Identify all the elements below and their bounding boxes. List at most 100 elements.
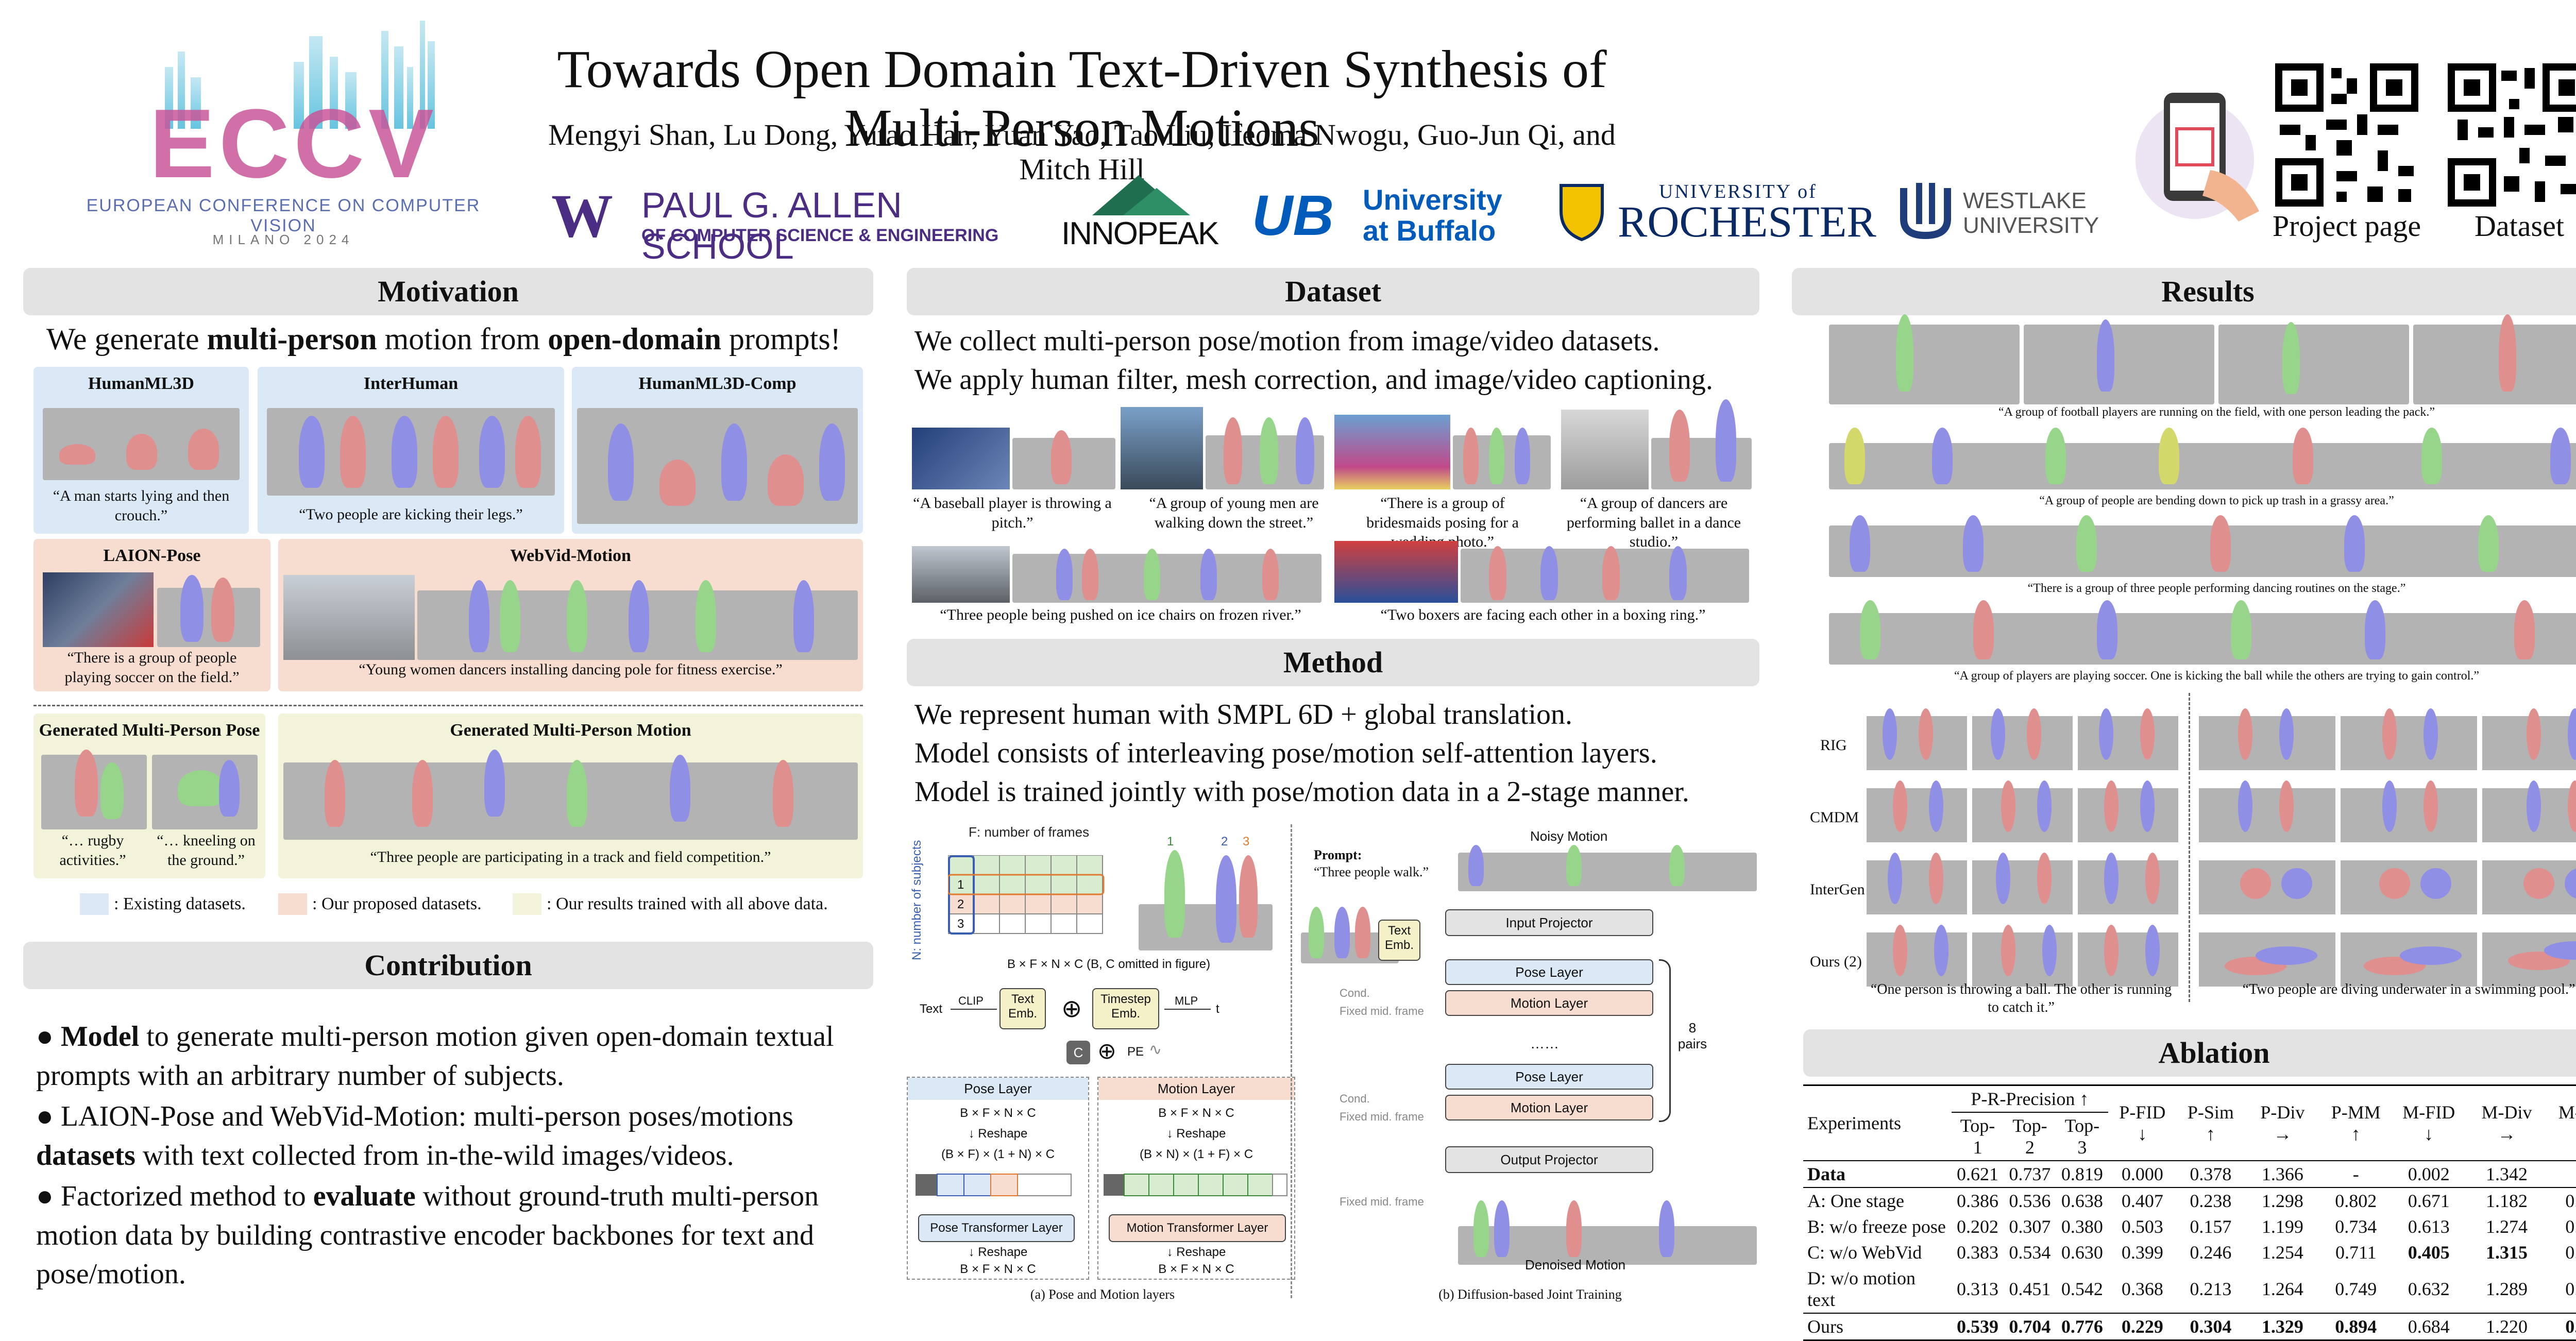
pose-render — [157, 588, 260, 647]
human-figure — [1669, 845, 1685, 886]
contribution-item: ● Model to generate multi-person motion … — [36, 1017, 866, 1095]
table-cell: 1.315 — [2486, 1242, 2528, 1263]
human-figure — [211, 578, 234, 642]
table-cell: - — [2548, 1161, 2576, 1187]
table-header-cell: M-Div → — [2481, 1102, 2532, 1144]
table-cell: 0.621 — [1957, 1164, 1999, 1184]
source-video — [1334, 541, 1458, 603]
table-cell-name: C: w/o WebVid — [1807, 1242, 1922, 1263]
human-figure — [1850, 515, 1870, 572]
contribution-bold: Model — [60, 1021, 140, 1053]
human-figure — [1932, 428, 1953, 484]
human-figure — [2231, 600, 2251, 659]
lead-text: We generate — [46, 322, 207, 356]
table-cell: 0.830 — [2565, 1216, 2576, 1237]
mlp-label: MLP — [1175, 994, 1198, 1007]
table-cell: 0.613 — [2408, 1216, 2450, 1237]
contribution-text: without ground-truth multi-person motion… — [36, 1180, 819, 1291]
table-header-cell: M-MM ↑ — [2558, 1102, 2576, 1123]
prompt-label: Prompt: — [1314, 847, 1362, 862]
contribution-item: ● LAION-Pose and WebVid-Motion: multi-pe… — [36, 1097, 866, 1175]
lead-text: motion from — [377, 322, 548, 356]
panel-generated-motion: Generated Multi-Person Motion “Three peo… — [278, 714, 863, 878]
human-figure — [2499, 314, 2516, 392]
table-cell: 0.819 — [2061, 1164, 2103, 1184]
pose-layer-box: Pose Layer — [1445, 959, 1653, 985]
noisy-render — [1458, 853, 1757, 891]
pose-token-row — [916, 1173, 1080, 1197]
human-figure — [126, 434, 157, 470]
human-figure — [188, 429, 219, 470]
human-figure — [659, 460, 696, 506]
table-cell: 0.698 — [2565, 1242, 2576, 1263]
human-figure — [1566, 845, 1582, 886]
bullet-icon: ● — [36, 1180, 61, 1212]
row-index: 3 — [957, 917, 964, 931]
westlake-line1: WESTLAKE — [1963, 188, 2087, 213]
human-figure — [1473, 1200, 1489, 1257]
panel-caption: “… rugby activities.” — [59, 832, 126, 869]
dataset-line: We collect multi-person pose/motion from… — [914, 325, 1660, 357]
legend-label: : Our results trained with all above dat… — [547, 894, 828, 913]
human-figure — [100, 762, 124, 819]
ellipsis-label: …… — [1530, 1036, 1559, 1051]
table-header-cell: P-FID ↓ — [2119, 1102, 2166, 1144]
human-figure — [1468, 845, 1484, 886]
reshape-text: Reshape — [978, 1127, 1028, 1141]
phone-scan-icon — [2133, 72, 2272, 227]
human-figure — [773, 760, 793, 827]
source-photo — [1121, 407, 1203, 489]
human-figure — [1489, 546, 1506, 600]
panel-caption: “There is a group of people playing socc… — [64, 649, 240, 686]
human-figure — [1260, 417, 1278, 484]
table-cell: 0.304 — [2190, 1316, 2232, 1337]
table-cell: 1.254 — [2261, 1242, 2303, 1263]
brace — [1659, 959, 1671, 1122]
table-cell: - — [2352, 1164, 2359, 1184]
table-cell: 0.399 — [2121, 1242, 2163, 1263]
lead-bold-1: multi-person — [207, 322, 377, 356]
motion-shape: B × F × N × C — [1158, 1106, 1234, 1120]
subjects-label: N: number of subjects — [910, 840, 924, 960]
source-photo — [1561, 410, 1649, 489]
pe-label: PE — [1127, 1045, 1144, 1059]
human-figure — [484, 750, 505, 817]
panel-title: Generated Multi-Person Pose — [39, 721, 260, 740]
innopeak-text: INNOPEAK — [1061, 216, 1219, 251]
table-cell-name: B: w/o freeze pose — [1807, 1216, 1946, 1237]
human-figure — [1463, 428, 1479, 484]
dataset-example-wide — [1334, 541, 1752, 603]
person-id: 3 — [1243, 835, 1250, 848]
human-figure — [1860, 600, 1880, 659]
source-video — [912, 546, 1010, 603]
human-figure — [696, 580, 716, 652]
motion-render — [2218, 325, 2409, 404]
method-heading: Method — [907, 639, 1759, 686]
human-figure — [178, 770, 224, 806]
table-cell: 0.451 — [2009, 1279, 2051, 1299]
table-cell: 0.000 — [2121, 1164, 2163, 1184]
human-figure — [1659, 1200, 1674, 1257]
table-cell: 0.638 — [2061, 1191, 2103, 1211]
human-figure — [1602, 546, 1620, 600]
qr-dataset[interactable] — [2447, 63, 2576, 207]
human-figure — [1296, 417, 1314, 484]
compare-renders — [1867, 708, 2576, 987]
panel-caption: “Two people are kicking their legs.” — [299, 506, 523, 523]
dataset-line: We apply human filter, mesh correction, … — [914, 364, 1713, 396]
contribution-text: LAION-Pose and WebVid-Motion: multi-pers… — [60, 1100, 793, 1132]
contribution-bold: evaluate — [313, 1180, 416, 1212]
reshape-label: ↓ Reshape — [1166, 1127, 1226, 1141]
table-header-cell: P-Div → — [2260, 1102, 2305, 1144]
pose-layer-box: Pose Layer — [1445, 1064, 1653, 1090]
eccv-city: MILANO 2024 — [212, 232, 354, 247]
qr-project-page[interactable] — [2275, 63, 2419, 207]
human-figure — [2097, 319, 2114, 392]
human-figure — [1669, 410, 1690, 482]
table-cell: 0.749 — [2335, 1279, 2377, 1299]
divider — [2189, 693, 2190, 1002]
rochester-logo: UNIVERSITY of ROCHESTER — [1556, 180, 1876, 247]
motion-layer-box: Motion Layer — [1445, 1095, 1653, 1121]
human-figure — [180, 575, 204, 642]
